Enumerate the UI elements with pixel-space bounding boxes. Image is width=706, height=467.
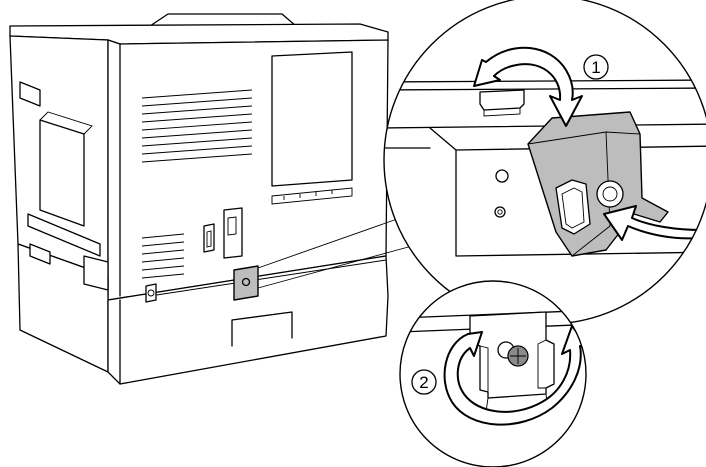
printer-illustration <box>9 13 413 385</box>
step-2-marker: 2 <box>411 369 437 395</box>
step-1-marker: 1 <box>583 54 609 80</box>
vent-grille-upper <box>141 89 253 163</box>
step-2-number: 2 <box>419 373 428 392</box>
screw-icon <box>497 341 529 367</box>
zoom-detail-step-2: 2 <box>399 280 587 467</box>
curved-arrow-icon <box>473 46 583 127</box>
zoom-detail-step-1: 1 <box>383 0 706 325</box>
step-1-number: 1 <box>591 58 600 77</box>
vent-grille-lower <box>141 233 185 279</box>
